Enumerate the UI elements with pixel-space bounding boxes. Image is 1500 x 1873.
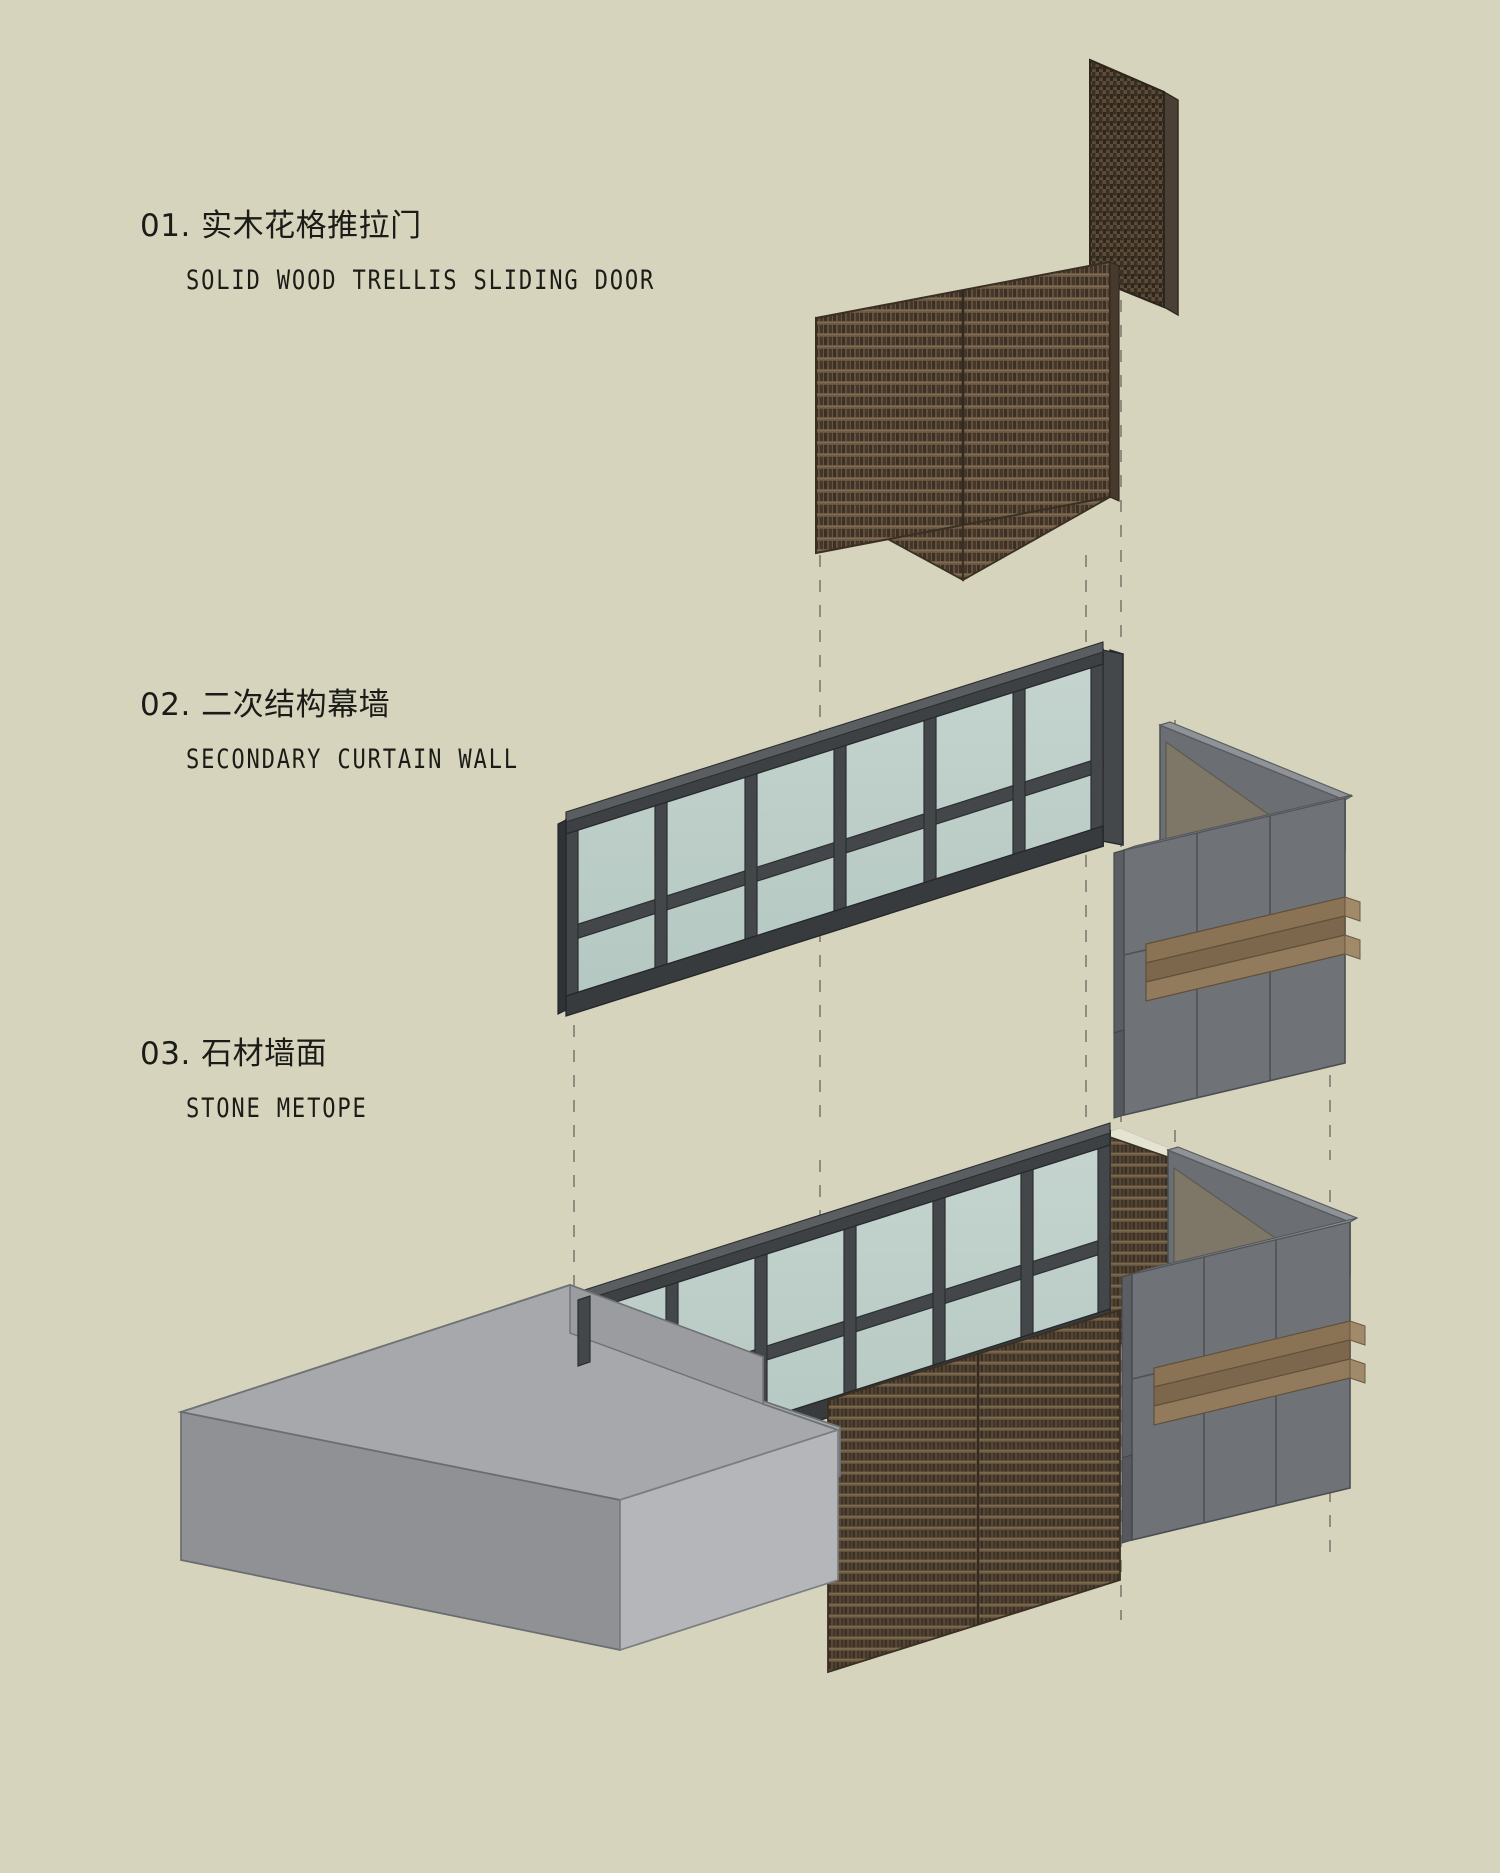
legend-03-label-cn: 石材墙面 [201, 1036, 328, 1072]
legend-02-label-en: SECONDARY CURTAIN WALL [186, 744, 519, 776]
assembled-building-massing [177, 1283, 841, 1652]
legend-01-number: 01. [140, 208, 191, 244]
assembled-stone-metope [1121, 1146, 1366, 1544]
legend-03-number: 03. [140, 1036, 191, 1072]
legend-02-cn: 02. 二次结构幕墙 [140, 687, 592, 724]
legend-item-02: 02. 二次结构幕墙 SECONDARY CURTAIN WALL [140, 687, 592, 777]
legend-01-label-en: SOLID WOOD TRELLIS SLIDING DOOR [186, 265, 656, 297]
legend-03-label-en: STONE METOPE [186, 1093, 368, 1125]
legend-02-label-cn: 二次结构幕墙 [201, 687, 391, 723]
trellis-door-pair [815, 260, 1120, 582]
legend-02-number: 02. [140, 687, 191, 723]
sliding-door-leaf [1089, 58, 1179, 317]
stone-metope-exploded [1113, 721, 1361, 1119]
legend-item-03: 03. 石材墙面 STONE METOPE [140, 1036, 407, 1126]
curtain-wall-exploded [557, 641, 1124, 1017]
curtain-wall-front-edge [577, 1295, 591, 1367]
legend-item-01: 01. 实木花格推拉门 SOLID WOOD TRELLIS SLIDING D… [140, 208, 758, 298]
legend-01-label-cn: 实木花格推拉门 [201, 208, 422, 244]
legend-03-cn: 03. 石材墙面 [140, 1036, 407, 1073]
legend-01-cn: 01. 实木花格推拉门 [140, 208, 758, 245]
